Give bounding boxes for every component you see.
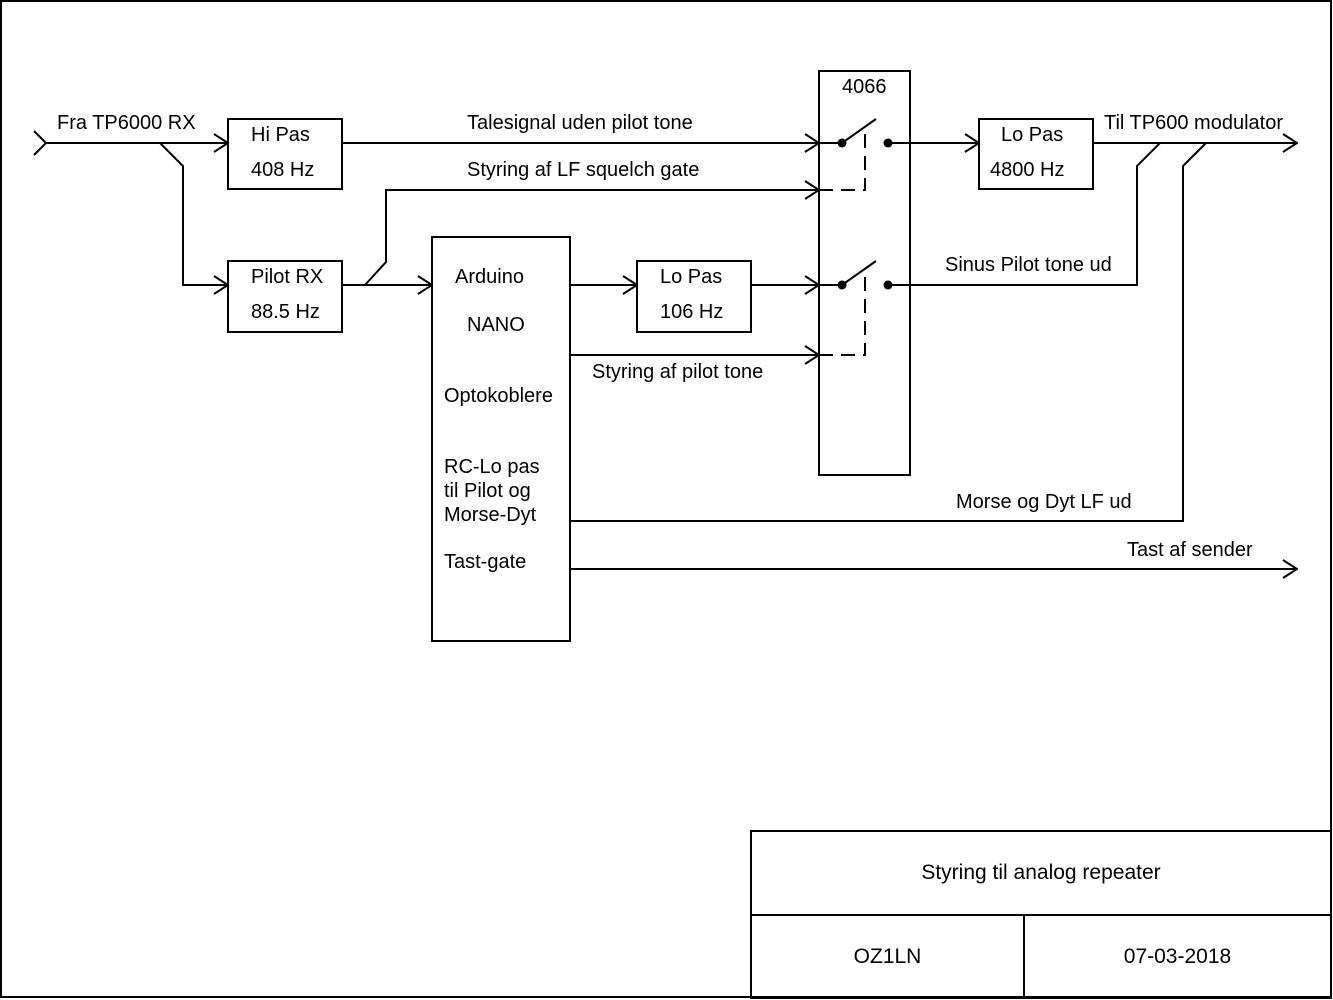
title-block-author: OZ1LN <box>750 914 1025 999</box>
arduino-model: NANO <box>467 314 525 336</box>
pilot-control-label: Styring af pilot tone <box>592 361 764 383</box>
lopas4800-title: Lo Pas <box>1001 124 1064 146</box>
key-tx-label: Tast af sender <box>1127 539 1253 561</box>
wire-branch-pilotrx <box>159 142 228 285</box>
arduino-optocouplers: Optokoblere <box>444 385 553 407</box>
hipas-title: Hi Pas <box>251 124 310 146</box>
lopas106-frequency: 106 Hz <box>660 301 724 323</box>
title-block: Styring til analog repeater OZ1LN 07-03-… <box>750 830 1332 999</box>
wire-morse-out <box>570 142 1207 522</box>
arduino-block <box>431 236 571 642</box>
wire-squelch-control <box>364 190 819 286</box>
switch-2 <box>819 260 910 356</box>
title-block-title: Styring til analog repeater <box>750 830 1332 916</box>
arduino-rc-line1: RC-Lo pas <box>444 456 540 478</box>
lopas106-block <box>636 260 752 333</box>
pilotrx-block <box>227 260 343 333</box>
morse-out-label: Morse og Dyt LF ud <box>956 491 1132 513</box>
switch-4066-label: 4066 <box>842 76 887 98</box>
speech-signal-label: Talesignal uden pilot tone <box>467 112 693 134</box>
wire-sine-out <box>910 142 1161 286</box>
hipas-frequency: 408 Hz <box>251 159 315 181</box>
sine-out-label: Sinus Pilot tone ud <box>945 254 1112 276</box>
hipas-block <box>227 118 343 190</box>
arduino-rc-line3: Morse-Dyt <box>444 504 537 526</box>
lopas4800-block <box>978 118 1094 190</box>
lopas4800-frequency: 4800 Hz <box>990 159 1065 181</box>
arduino-key-gate: Tast-gate <box>444 551 527 573</box>
squelch-control-label: Styring af LF squelch gate <box>467 159 700 181</box>
pilotrx-frequency: 88.5 Hz <box>251 301 320 323</box>
input-label: Fra TP6000 RX <box>57 112 196 134</box>
pilotrx-title: Pilot RX <box>251 266 324 288</box>
input-chevron <box>33 130 48 156</box>
arduino-rc-line2: til Pilot og <box>444 480 531 502</box>
arduino-title: Arduino <box>455 266 524 288</box>
output-label: Til TP600 modulator <box>1104 112 1283 134</box>
switch-1 <box>819 118 910 191</box>
switch-4066-block <box>818 70 911 476</box>
title-block-date: 07-03-2018 <box>1023 914 1332 999</box>
lopas106-title: Lo Pas <box>660 266 723 288</box>
